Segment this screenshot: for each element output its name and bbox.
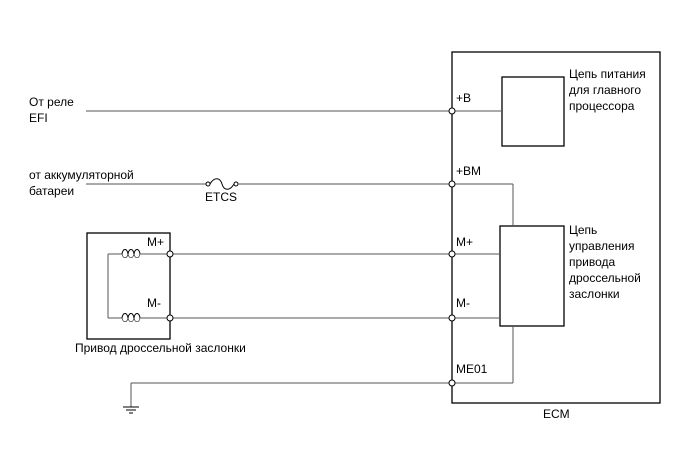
pin-b-label: +B: [456, 91, 471, 105]
actuator-caption: Привод дроссельной заслонки: [75, 341, 246, 355]
pin-m-plus-label: M+: [456, 235, 473, 249]
battery-label-line-1: от аккумуляторной: [29, 168, 134, 182]
throttle-actuator-box: [86, 232, 171, 340]
pin-me01-label: ME01: [456, 362, 488, 376]
terminal-m-plus-actuator: [166, 250, 174, 258]
control-block-line-3: привода: [569, 255, 616, 269]
control-block-line-5: заслонки: [569, 287, 620, 301]
terminal-m-minus-actuator: [166, 314, 174, 322]
ecm-box: [451, 51, 661, 404]
ground-icon: [123, 406, 139, 414]
control-block-line-1: Цепь: [569, 223, 597, 237]
coil-icon: [121, 313, 141, 323]
power-block-line-1: Цепь питания: [569, 67, 646, 81]
fuse-label: ETCS: [205, 190, 237, 204]
control-block-line-2: управления: [569, 239, 634, 253]
ecm-label: ECM: [543, 407, 570, 421]
terminal-me01: [448, 379, 456, 387]
throttle-control-block: [499, 225, 565, 327]
power-block-line-2: для главного: [569, 83, 641, 97]
terminal-b: [448, 107, 456, 115]
actuator-terminal-plus: M+: [147, 235, 164, 249]
fuse-icon: [205, 178, 239, 190]
coil-icon: [121, 249, 141, 259]
efi-label-line-2: EFI: [29, 111, 48, 125]
efi-label-line-1: От реле: [29, 95, 74, 109]
power-block-line-3: процессора: [569, 99, 635, 113]
pin-m-minus-label: M-: [456, 296, 470, 310]
terminal-m-plus-ecm: [448, 250, 456, 258]
battery-label-line-2: батареи: [29, 184, 74, 198]
terminal-m-minus-ecm: [448, 314, 456, 322]
terminal-bm: [448, 180, 456, 188]
pin-bm-label: +BM: [456, 164, 481, 178]
power-circuit-block: [501, 76, 565, 147]
actuator-terminal-minus: M-: [147, 296, 161, 310]
control-block-line-4: дроссельной: [569, 271, 641, 285]
